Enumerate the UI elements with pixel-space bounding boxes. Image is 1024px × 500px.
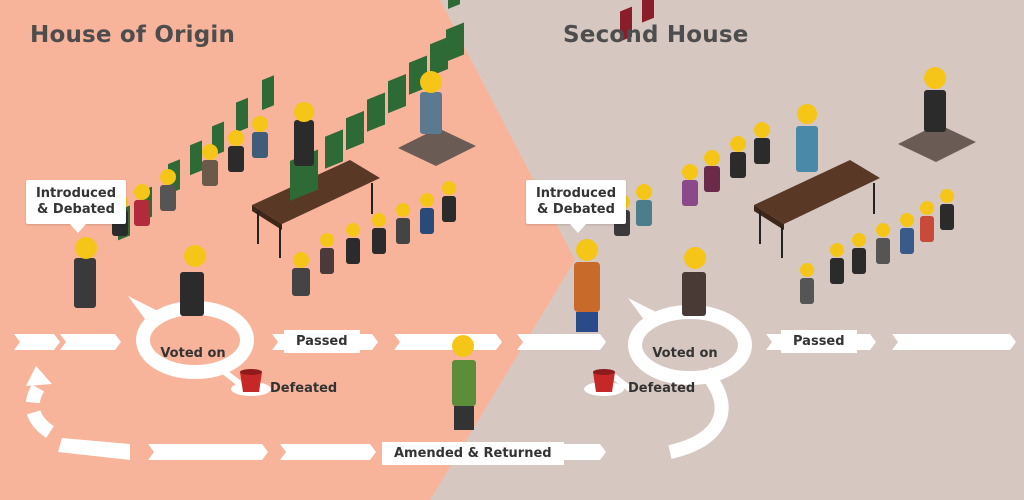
return-curve-left — [25, 384, 55, 438]
right-table — [754, 160, 880, 224]
defeated-arrow-left — [220, 367, 242, 387]
people-figures — [74, 67, 954, 430]
vote-arrow-left — [128, 296, 168, 326]
introduced-debated-right: Introduced & Debated — [526, 180, 626, 233]
left-table — [252, 160, 380, 224]
house-of-origin-title: House of Origin — [30, 22, 236, 48]
defeated-bucket-left — [231, 369, 271, 396]
passed-right: Passed — [781, 330, 857, 353]
voted-on-left: Voted on — [160, 346, 226, 361]
second-house-title: Second House — [563, 22, 749, 48]
return-curve-right — [668, 367, 729, 459]
defeated-left: Defeated — [270, 381, 338, 396]
defeated-arrow-right — [610, 372, 632, 392]
voted-on-right: Voted on — [652, 346, 718, 361]
vote-arrow-right — [628, 298, 668, 328]
left-speaker-dais — [398, 128, 476, 166]
right-speaker-dais — [898, 124, 976, 162]
right-chairs — [620, 0, 654, 42]
defeated-bucket-right — [584, 369, 624, 396]
introduced-debated-left: Introduced & Debated — [26, 180, 126, 233]
amended-returned-label: Amended & Returned — [382, 442, 564, 465]
passed-left: Passed — [284, 330, 360, 353]
return-arrowhead — [26, 366, 52, 386]
defeated-right: Defeated — [628, 381, 696, 396]
